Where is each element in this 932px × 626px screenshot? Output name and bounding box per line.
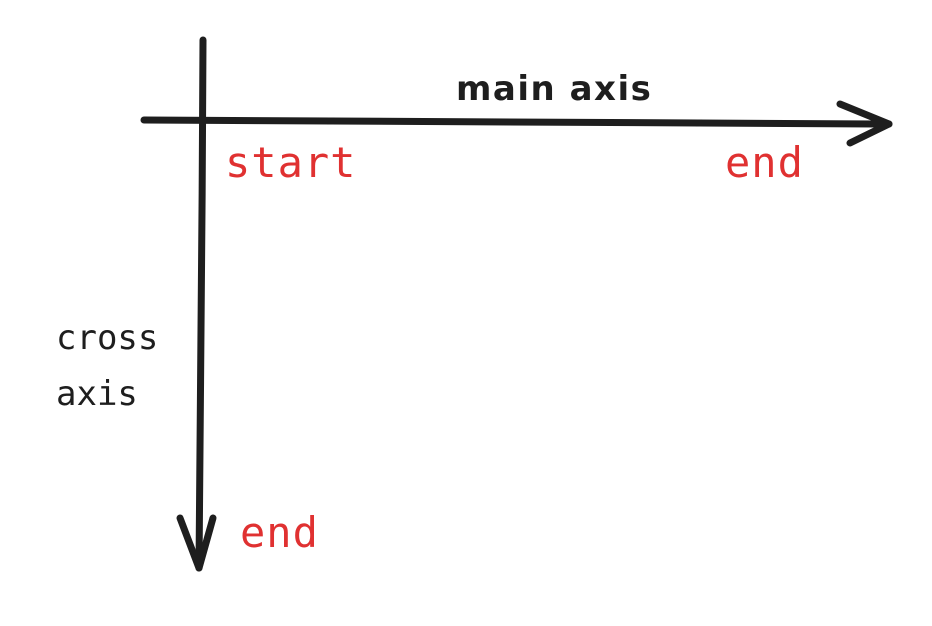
cross-axis-line xyxy=(195,36,207,572)
main-start-label: start xyxy=(225,138,357,187)
main-axis-arrowhead xyxy=(836,100,893,147)
cross-end-label: end xyxy=(240,508,319,557)
main-end-label: end xyxy=(725,138,804,187)
cross-axis-label: cross axis xyxy=(56,318,159,414)
cross-axis-arrowhead xyxy=(176,514,217,572)
main-axis-line xyxy=(140,116,893,128)
main-axis-label: main axis xyxy=(456,69,653,109)
